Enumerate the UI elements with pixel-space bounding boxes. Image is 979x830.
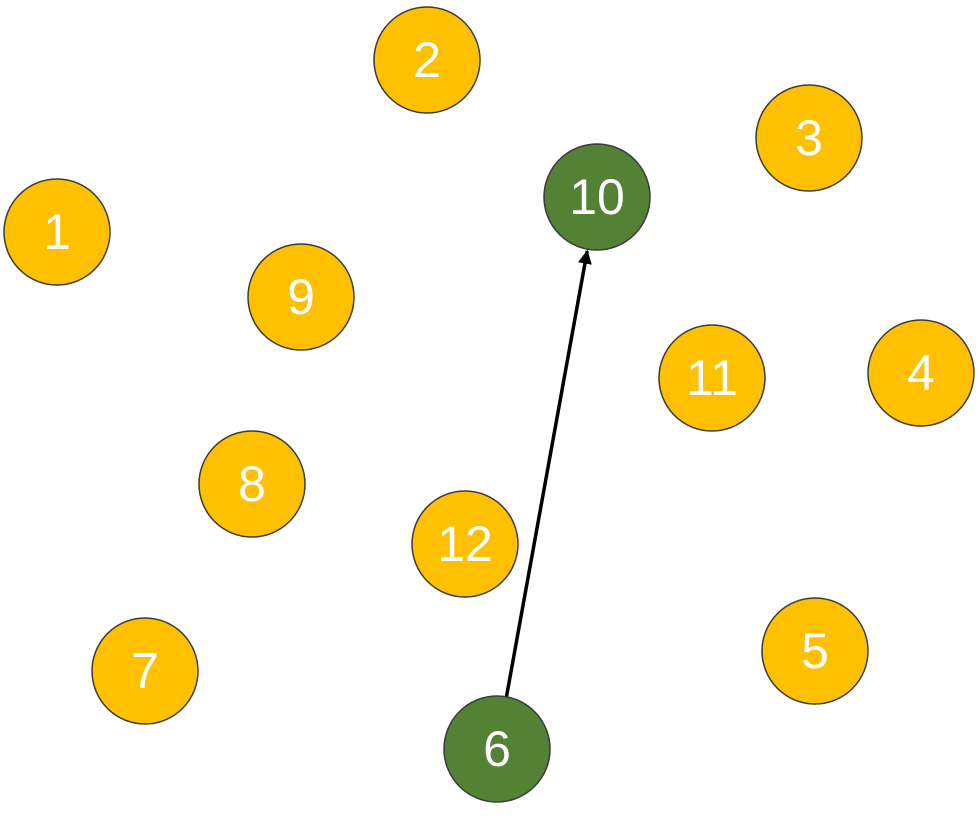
node-circle <box>91 617 199 725</box>
node-circle <box>761 597 869 705</box>
node-12: 12 <box>411 490 519 598</box>
node-9: 9 <box>247 243 355 351</box>
node-circle <box>658 324 766 432</box>
node-circle <box>443 695 551 803</box>
node-circle <box>543 143 651 251</box>
node-8: 8 <box>198 430 306 538</box>
node-label: 2 <box>413 32 441 88</box>
node-label: 6 <box>483 721 511 777</box>
node-label: 10 <box>569 169 625 225</box>
node-label: 3 <box>795 110 823 166</box>
node-label: 1 <box>43 204 71 260</box>
node-2: 2 <box>373 6 481 114</box>
node-circle <box>247 243 355 351</box>
node-4: 4 <box>867 319 975 427</box>
node-label: 4 <box>907 345 935 401</box>
node-circle <box>867 319 975 427</box>
node-label: 9 <box>287 269 315 325</box>
node-circle <box>755 84 863 192</box>
node-6: 6 <box>443 695 551 803</box>
node-11: 11 <box>658 324 766 432</box>
node-label: 12 <box>437 516 493 572</box>
node-label: 11 <box>686 350 738 406</box>
node-10: 10 <box>543 143 651 251</box>
node-circle <box>198 430 306 538</box>
edge-arrow-6-to-10 <box>504 249 592 698</box>
node-7: 7 <box>91 617 199 725</box>
node-circle <box>3 178 111 286</box>
node-circle <box>411 490 519 598</box>
node-label: 8 <box>238 456 266 512</box>
node-label: 5 <box>801 623 829 679</box>
node-5: 5 <box>761 597 869 705</box>
node-1: 1 <box>3 178 111 286</box>
edges-layer <box>504 249 592 698</box>
node-3: 3 <box>755 84 863 192</box>
node-label: 7 <box>131 643 159 699</box>
node-circle <box>373 6 481 114</box>
